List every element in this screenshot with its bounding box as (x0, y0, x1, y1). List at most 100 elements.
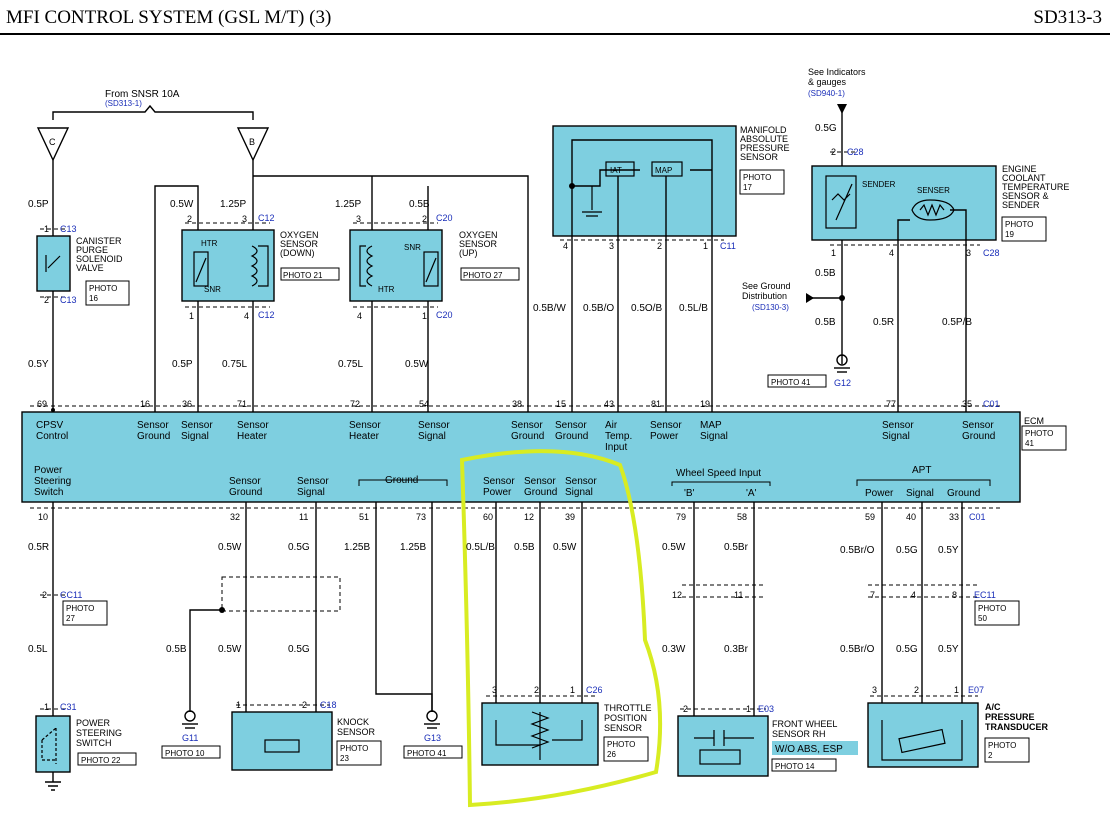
svg-text:TRANSDUCER: TRANSDUCER (985, 722, 1049, 732)
svg-text:Sensor: Sensor (524, 476, 556, 487)
svg-text:SENSOR RH: SENSOR RH (772, 729, 826, 739)
svg-text:PHOTO 21: PHOTO 21 (283, 271, 323, 280)
svg-text:C11: C11 (720, 241, 736, 251)
svg-text:Signal: Signal (882, 431, 910, 442)
svg-text:IAT: IAT (610, 166, 622, 175)
o2u-snr-icon (423, 251, 439, 287)
svg-text:G13: G13 (424, 733, 441, 743)
svg-text:PHOTO: PHOTO (607, 740, 635, 749)
svg-text:3: 3 (492, 685, 497, 695)
svg-text:4: 4 (911, 590, 916, 600)
svg-text:(SD313-1): (SD313-1) (105, 99, 142, 108)
svg-text:Sensor: Sensor (555, 420, 587, 431)
svg-text:4: 4 (889, 248, 894, 258)
svg-text:CANISTER: CANISTER (76, 236, 122, 246)
svg-text:PHOTO: PHOTO (743, 173, 771, 182)
svg-text:16: 16 (89, 294, 98, 303)
svg-text:0.5B: 0.5B (815, 317, 836, 328)
svg-text:C12: C12 (258, 213, 275, 223)
svg-text:SENSOR: SENSOR (604, 723, 643, 733)
gnd-arrow-icon (806, 293, 814, 303)
svg-text:0.5W: 0.5W (553, 542, 577, 553)
svg-text:Heater: Heater (349, 431, 380, 442)
svg-text:C28: C28 (847, 147, 864, 157)
svg-text:C18: C18 (320, 700, 337, 710)
svg-text:3: 3 (872, 685, 877, 695)
svg-text:0.5L/B: 0.5L/B (679, 303, 708, 314)
ps-switch-box (35, 715, 71, 773)
svg-text:VALVE: VALVE (76, 263, 104, 273)
svg-text:E07: E07 (968, 685, 984, 695)
svg-text:2: 2 (42, 590, 47, 600)
svg-text:HTR: HTR (378, 285, 395, 294)
svg-text:MANIFOLD: MANIFOLD (740, 125, 787, 135)
ecm-box (21, 411, 1021, 503)
svg-text:0.5B: 0.5B (409, 199, 430, 210)
svg-text:12: 12 (672, 590, 682, 600)
svg-text:OXYGEN: OXYGEN (459, 230, 498, 240)
svg-text:APT: APT (912, 465, 931, 476)
svg-text:77: 77 (886, 399, 896, 409)
svg-text:0.5B/W: 0.5B/W (533, 303, 566, 314)
svg-text:32: 32 (230, 512, 240, 522)
svg-text:0.3W: 0.3W (662, 644, 686, 655)
svg-text:2: 2 (534, 685, 539, 695)
svg-text:& gauges: & gauges (808, 77, 847, 87)
svg-text:Signal: Signal (297, 487, 325, 498)
svg-text:33: 33 (949, 512, 959, 522)
ect-box (811, 165, 997, 241)
svg-text:Signal: Signal (181, 431, 209, 442)
svg-text:(SD940-1): (SD940-1) (808, 89, 845, 98)
svg-text:11: 11 (734, 590, 743, 600)
map-box (552, 125, 737, 237)
svg-text:0.5G: 0.5G (288, 542, 310, 553)
svg-text:SWITCH: SWITCH (76, 738, 112, 748)
svg-text:C28: C28 (983, 248, 1000, 258)
wheel-cap-icon (694, 730, 754, 746)
svg-text:17: 17 (743, 183, 752, 192)
svg-text:SOLENOID: SOLENOID (76, 254, 123, 264)
svg-text:C20: C20 (436, 310, 453, 320)
svg-text:Ground: Ground (137, 431, 170, 442)
svg-text:0.5B: 0.5B (815, 268, 836, 279)
svg-text:0.75L: 0.75L (222, 359, 247, 370)
svg-text:MAP: MAP (700, 420, 722, 431)
svg-text:POSITION: POSITION (604, 713, 647, 723)
svg-text:CC11: CC11 (60, 590, 82, 600)
splice-dot (839, 295, 845, 301)
o2-up-box (349, 229, 443, 302)
knock-box (231, 711, 333, 771)
svg-text:0.3Br: 0.3Br (724, 644, 749, 655)
svg-text:1: 1 (44, 702, 49, 712)
apt-internal (881, 720, 963, 761)
svg-text:0.5O/B: 0.5O/B (631, 303, 662, 314)
svg-text:2: 2 (831, 147, 836, 157)
svg-text:0.5Br/O: 0.5Br/O (840, 644, 875, 655)
svg-text:0.5P: 0.5P (172, 359, 193, 370)
svg-text:0.5W: 0.5W (170, 199, 194, 210)
snsr-bracket (52, 104, 254, 120)
svg-text:POWER: POWER (76, 718, 111, 728)
svg-text:Ground: Ground (555, 431, 588, 442)
svg-text:40: 40 (906, 512, 916, 522)
svg-text:3: 3 (966, 248, 971, 258)
svg-text:Steering: Steering (34, 476, 71, 487)
svg-text:0.5W: 0.5W (218, 644, 242, 655)
svg-text:54: 54 (419, 399, 429, 409)
svg-text:Power: Power (483, 487, 512, 498)
svg-text:Signal: Signal (418, 431, 446, 442)
svg-text:39: 39 (565, 512, 575, 522)
svg-text:10: 10 (38, 512, 48, 522)
svg-text:3: 3 (242, 214, 247, 224)
svg-text:SENDER: SENDER (862, 180, 896, 189)
svg-text:SENSOR: SENSOR (459, 239, 498, 249)
svg-text:(UP): (UP) (459, 248, 478, 258)
svg-text:1: 1 (422, 311, 427, 321)
svg-text:PHOTO 14: PHOTO 14 (775, 762, 815, 771)
svg-text:27: 27 (66, 614, 75, 623)
svg-text:(SD130-3): (SD130-3) (752, 303, 789, 312)
svg-text:15: 15 (556, 399, 566, 409)
svg-text:Sensor: Sensor (882, 420, 914, 431)
svg-text:0.5Y: 0.5Y (938, 644, 959, 655)
apt-element-icon (898, 728, 946, 754)
